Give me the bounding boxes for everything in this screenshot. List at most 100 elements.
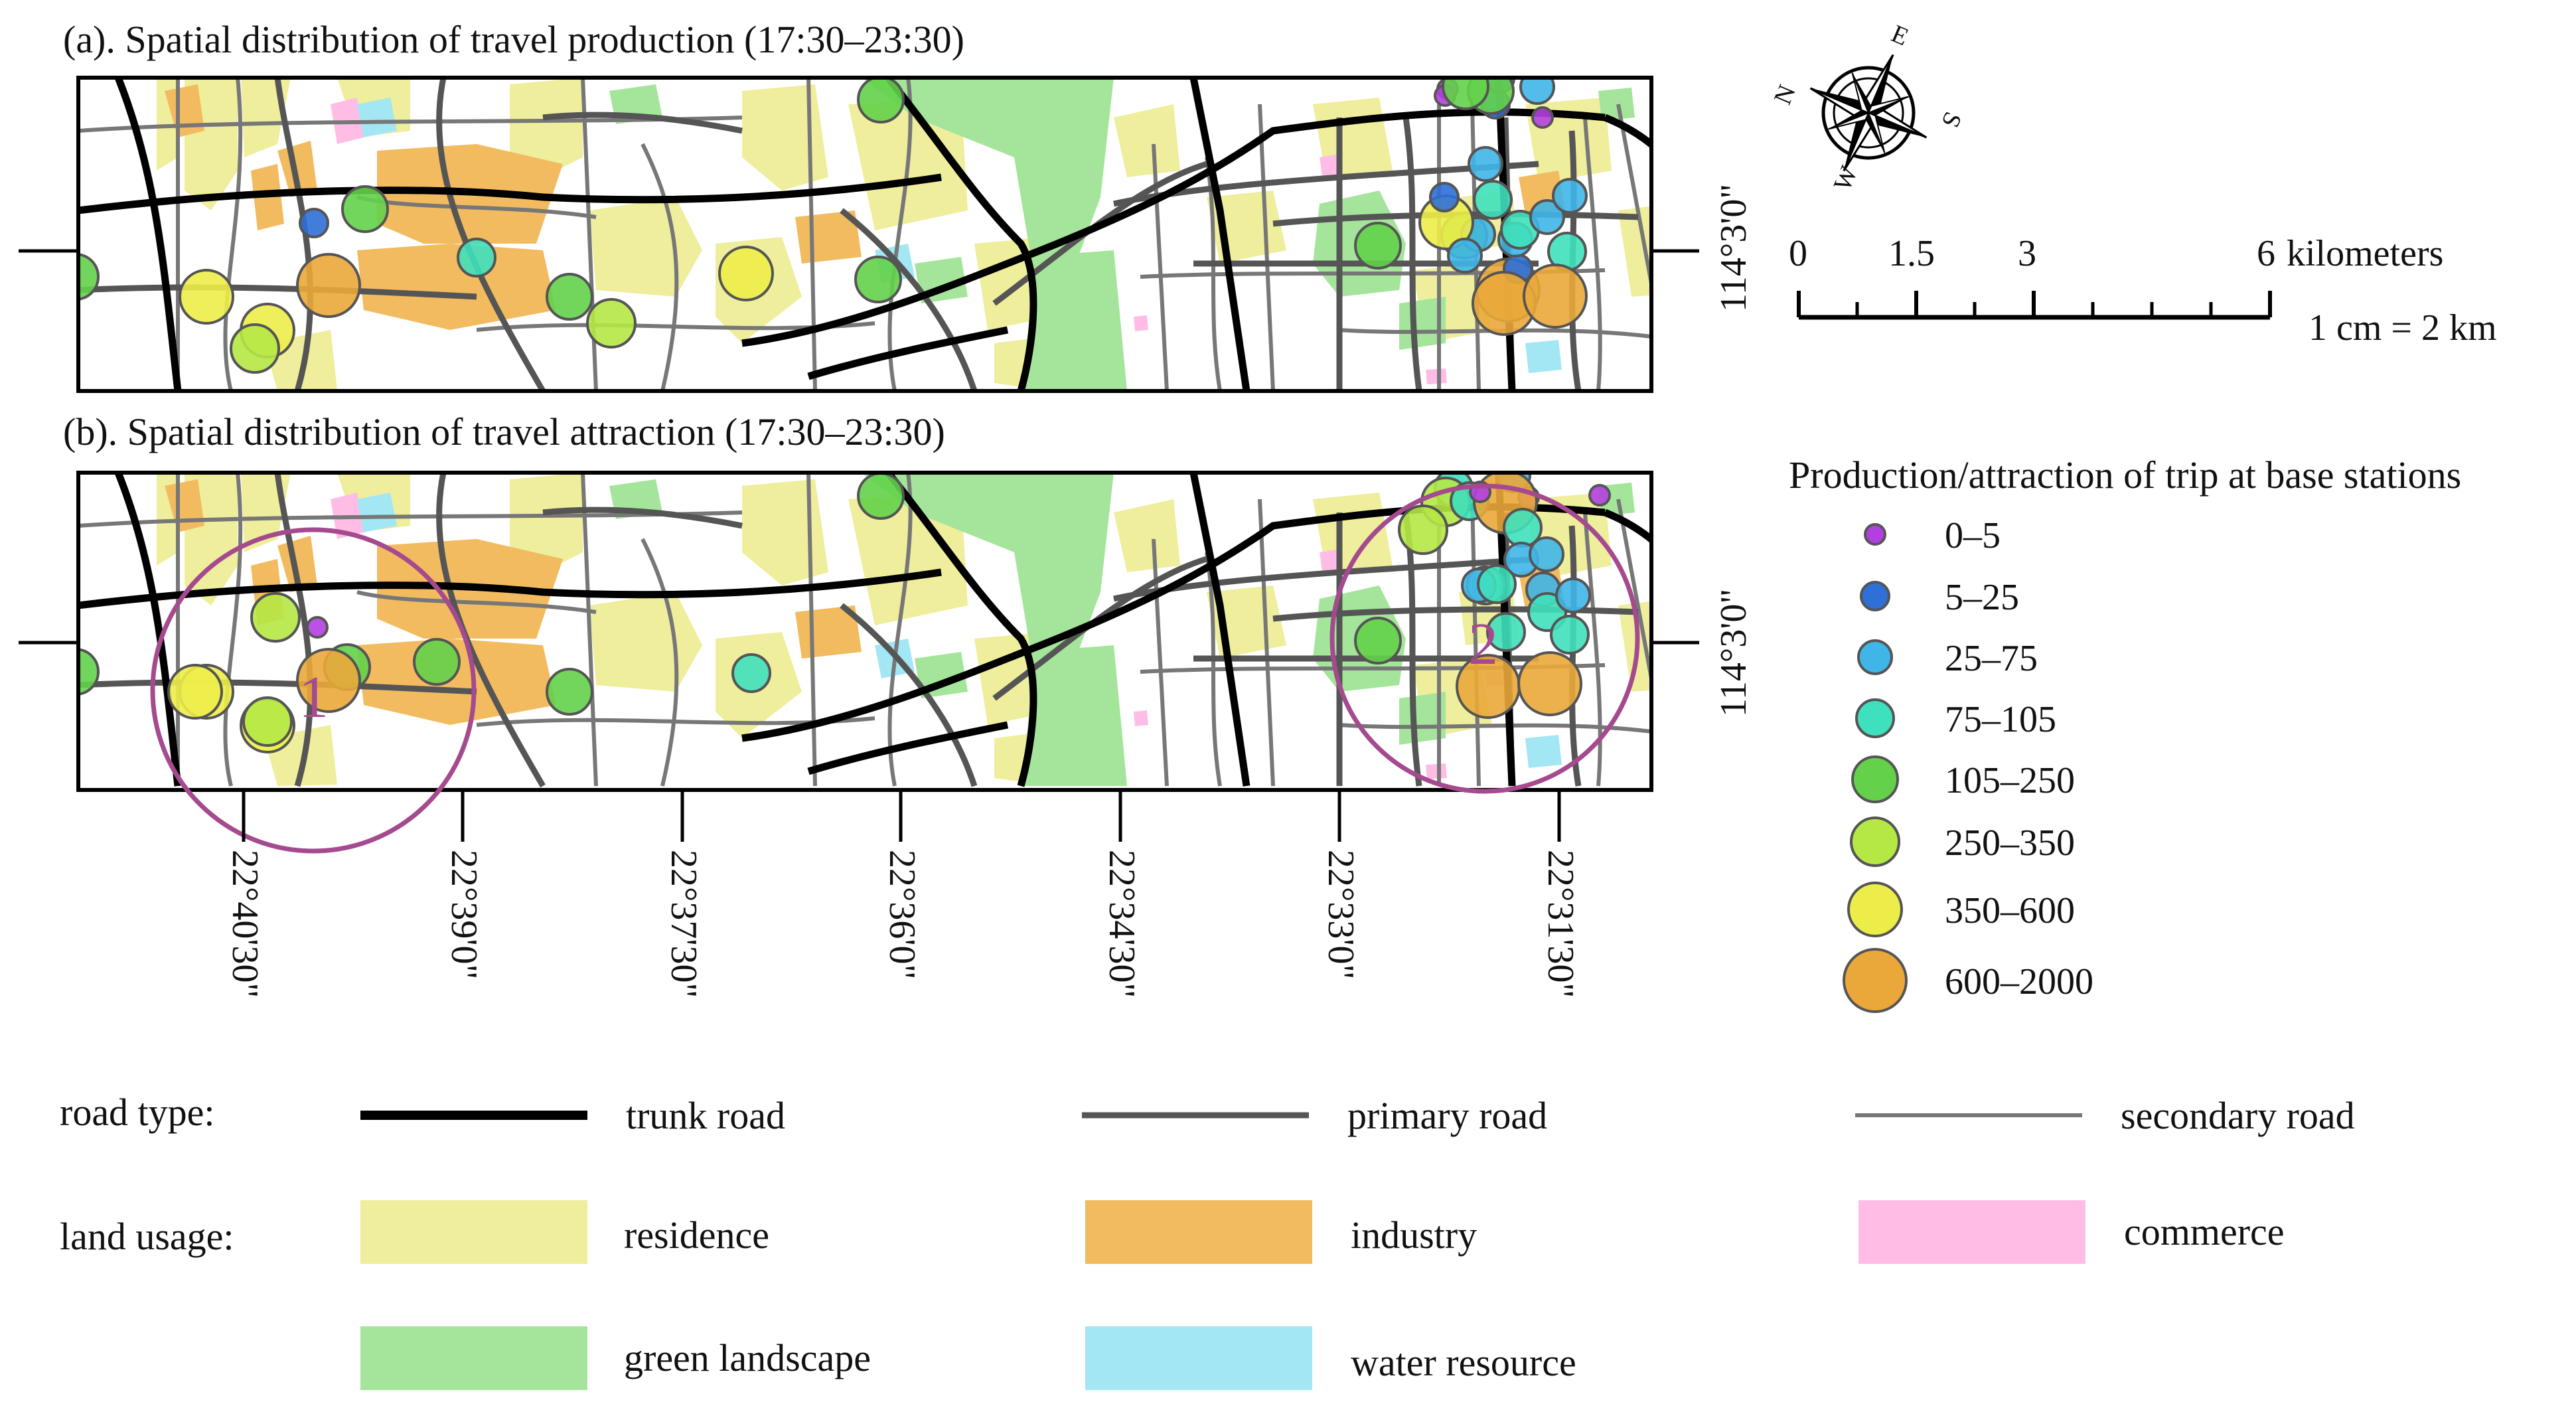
compass-letter-w: W [1829,162,1864,195]
base-station-marker [230,323,280,374]
panel-b-map [78,473,1651,790]
scale-unit: kilometers [2287,233,2443,274]
legend-class-label: 75–105 [1945,699,2056,740]
latitude-tick-label: 22°31'30" [1540,850,1581,998]
base-station-marker [1531,106,1554,129]
base-station-marker [1529,536,1564,572]
base-station-marker [306,616,329,639]
panel-b-title: (b). Spatial distribution of travel attr… [63,410,945,453]
legend-water-resource-label: water resource [1351,1341,1576,1384]
legend-class-label: 350–600 [1945,890,2075,931]
latitude-tick-label: 22°39'0" [443,850,485,979]
base-station-marker [546,273,593,321]
lon-label-a: 114°3'0" [1713,184,1754,312]
latitude-tick-label: 22°36'0" [881,850,923,979]
latitude-tick-label: 22°34'30" [1101,850,1142,998]
panel-a-title: (a). Spatial distribution of travel prod… [63,18,964,61]
base-station-marker [1517,651,1582,716]
base-station-marker [1429,182,1460,212]
road-type-label: road type: [60,1091,215,1134]
base-station-marker [857,78,905,123]
legend-green-landscape-label: green landscape [624,1336,871,1379]
base-station-marker [341,185,389,233]
lon-label-b: 114°3'0" [1713,589,1754,717]
compass-letter-e: E [1887,20,1912,52]
base-station-marker [1447,238,1483,273]
panel-a-stations [78,78,1588,374]
base-station-marker [1442,78,1489,110]
base-station-marker [78,648,100,696]
base-station-marker [1588,484,1611,507]
legend-symbol [1851,755,1899,803]
latitude-ticks: 22°40'30"22°39'0"22°37'30"22°36'0"22°34'… [224,790,1581,998]
highlight-label-1: 1 [299,664,329,730]
base-station-marker [167,664,223,720]
legend-secondary-label: secondary road [2121,1094,2355,1137]
latitude-tick-label: 22°37'30" [663,850,704,998]
base-station-marker [1477,564,1517,604]
base-station-marker [854,256,902,303]
base-station-marker [1354,617,1402,664]
legend-primary-label: primary road [1347,1094,1547,1137]
legend-trunk-label: trunk road [626,1094,785,1137]
legend-class-label: 25–75 [1945,638,2038,679]
base-station-marker [1523,264,1588,329]
legend-title: Production/attraction of trip at base st… [1789,453,2461,497]
base-station-marker [299,208,329,238]
base-station-marker [296,253,361,318]
scale-tick-1-5: 1.5 [1888,233,1935,274]
swatch-commerce [1858,1200,2085,1264]
legend-class-label: 600–2000 [1945,961,2093,1002]
scale-tick-3: 3 [2018,233,2036,274]
base-station-marker [1552,178,1588,214]
legend-class-label: 0–5 [1945,515,2001,556]
base-station-marker [78,253,100,301]
legend-class-label: 105–250 [1945,760,2075,801]
highlight-label-2: 2 [1468,611,1498,677]
base-station-marker [857,473,905,520]
base-station-marker [1519,78,1555,105]
legend-commerce-label: commerce [2124,1210,2285,1253]
swatch-industry [1085,1200,1312,1264]
base-station-marker [1550,615,1590,655]
scale-ratio: 1 cm = 2 km [2309,307,2497,349]
legend-class-label: 5–25 [1945,577,2019,618]
swatch-residence [360,1200,587,1264]
base-station-marker [1398,505,1448,555]
base-station-marker [457,238,496,277]
legend-residence-label: residence [624,1213,769,1257]
legend-symbol [1864,523,1886,546]
base-station-marker [413,638,461,686]
highlight-circle-1 [150,527,477,854]
panel-a-map [78,78,1651,391]
legend-symbol [1850,817,1900,867]
panel-b-frame [76,471,1653,792]
legend-symbol [1843,948,1908,1013]
panel-a-frame [76,76,1653,393]
legend-symbol [1847,882,1903,937]
base-station-marker [1354,222,1402,270]
scale-tick-6: 6 [2257,233,2275,274]
compass-letter-n: N [1769,81,1801,109]
land-usage-label: land usage: [60,1215,234,1258]
base-station-marker [1473,180,1513,220]
legend-classes: 0–5 5–25 25–75 75–105 105–250 250–350 350–600 6… [1843,515,2093,1013]
base-station-marker [1529,199,1565,235]
swatch-water-resource [1085,1326,1312,1390]
legend-symbol [1855,698,1895,738]
base-station-marker [296,648,361,713]
legend-class-label: 250–350 [1945,822,2075,864]
base-station-marker [731,653,771,693]
latitude-tick-label: 22°33'0" [1320,850,1361,979]
scale-tick-0: 0 [1789,233,1807,274]
base-station-marker [1468,146,1503,182]
swatch-green-landscape [360,1326,587,1390]
base-station-marker [718,246,774,301]
base-station-marker [179,269,234,325]
base-station-marker [242,696,293,747]
scale-bar: 0 1.5 3 6 kilometers 1 cm = 2 km [1789,233,2497,349]
base-station-marker [250,592,301,643]
base-station-marker [546,668,593,716]
base-station-marker [1555,578,1591,613]
legend-symbol [1860,581,1890,611]
